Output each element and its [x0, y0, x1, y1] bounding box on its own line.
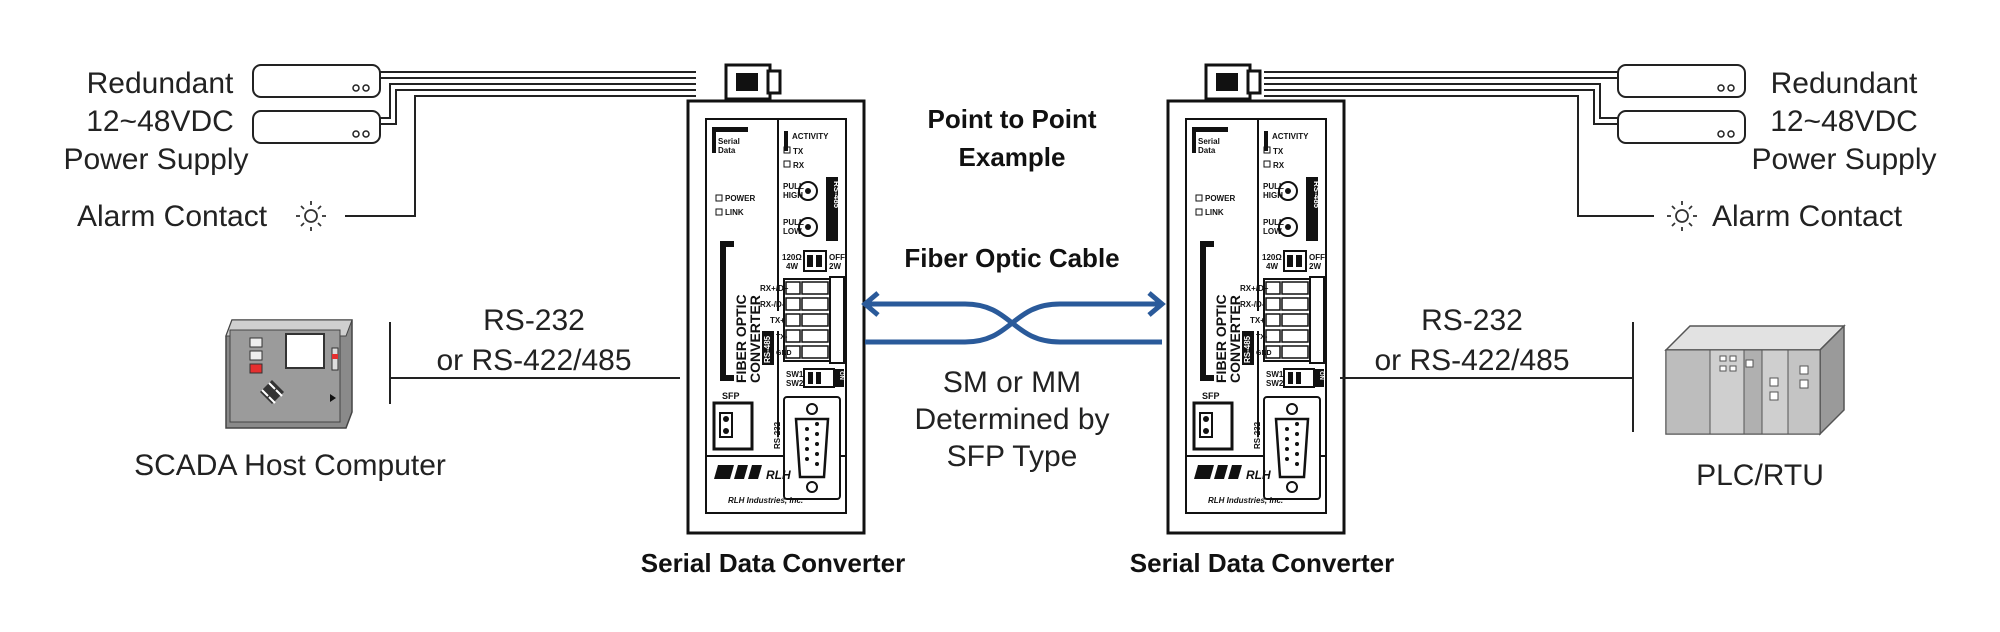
cable-note-line2: Determined by: [914, 403, 1109, 436]
svg-text:POWER: POWER: [1205, 194, 1235, 203]
svg-text:GND: GND: [1256, 350, 1272, 357]
scada-label: SCADA Host Computer: [134, 449, 446, 482]
svg-text:PULL: PULL: [783, 218, 804, 227]
svg-text:CONVERTER: CONVERTER: [747, 295, 763, 383]
svg-text:2W: 2W: [1309, 262, 1321, 271]
alarm-right-icon: [1667, 201, 1697, 231]
svg-text:SW1: SW1: [1266, 370, 1284, 379]
svg-text:PULL: PULL: [783, 182, 804, 191]
svg-text:RLH: RLH: [766, 468, 791, 482]
left-link-line2: or RS-422/485: [436, 344, 631, 377]
svg-text:TX: TX: [793, 147, 804, 156]
svg-text:FIBER OPTIC: FIBER OPTIC: [1213, 294, 1229, 383]
right-power-line3: Power Supply: [1751, 143, 1936, 176]
cable-note-line1: SM or MM: [943, 366, 1081, 399]
scada-host-icon: [225, 319, 353, 429]
power-supply-left-2: [252, 110, 381, 144]
svg-text:RLH: RLH: [1246, 468, 1271, 482]
svg-text:2W: 2W: [829, 262, 841, 271]
plc-rtu-icon: [1664, 324, 1846, 436]
left-converter-label: Serial Data Converter: [641, 548, 905, 578]
svg-text:ON: ON: [838, 371, 844, 380]
right-power-line1: Redundant: [1771, 67, 1918, 100]
svg-text:RX+/D+: RX+/D+: [760, 284, 789, 293]
left-power-line2: 12~48VDC: [86, 105, 234, 138]
left-alarm-label: Alarm Contact: [77, 200, 268, 233]
svg-text:TX+: TX+: [1250, 316, 1265, 325]
left-power-line1: Redundant: [87, 67, 234, 100]
svg-text:Data: Data: [718, 146, 736, 155]
svg-text:ON: ON: [1318, 371, 1324, 380]
svg-text:CONVERTER: CONVERTER: [1227, 295, 1243, 383]
title-line1: Point to Point: [928, 104, 1097, 134]
svg-text:RX: RX: [1273, 161, 1285, 170]
cable-label: Fiber Optic Cable: [904, 243, 1119, 273]
svg-text:HIGH: HIGH: [1263, 191, 1283, 200]
alarm-left-icon: [296, 201, 326, 231]
svg-text:PULL: PULL: [1263, 218, 1284, 227]
svg-text:RX-/D-: RX-/D-: [760, 300, 785, 309]
svg-text:HIGH: HIGH: [783, 191, 803, 200]
svg-text:Serial: Serial: [718, 137, 740, 146]
svg-text:SFP: SFP: [1202, 391, 1220, 401]
title-line2: Example: [959, 142, 1066, 172]
svg-text:RX-/D-: RX-/D-: [1240, 300, 1265, 309]
svg-text:RS-485: RS-485: [1312, 181, 1321, 209]
right-link-line1: RS-232: [1421, 304, 1523, 337]
right-link-line2: or RS-422/485: [1374, 344, 1569, 377]
svg-text:120Ω: 120Ω: [1262, 253, 1282, 262]
svg-text:TX+: TX+: [770, 316, 785, 325]
right-alarm-label: Alarm Contact: [1712, 200, 1903, 233]
cable-note-line3: SFP Type: [947, 440, 1078, 473]
right-converter: Serial Data ACTIVITY TX RX POWER LINK PU…: [1166, 63, 1346, 535]
svg-text:SW2: SW2: [1266, 379, 1284, 388]
right-converter-label: Serial Data Converter: [1130, 548, 1394, 578]
svg-text:4W: 4W: [786, 262, 798, 271]
svg-text:OFF: OFF: [829, 253, 845, 262]
left-link-line1: RS-232: [483, 304, 585, 337]
svg-text:120Ω: 120Ω: [782, 253, 802, 262]
svg-text:RS-485: RS-485: [763, 335, 772, 363]
svg-text:RLH Industries, Inc.: RLH Industries, Inc.: [1208, 496, 1283, 505]
power-supply-left-1: [252, 64, 381, 98]
svg-text:LINK: LINK: [725, 208, 744, 217]
power-supply-right-1: [1617, 64, 1746, 98]
svg-text:GND: GND: [776, 350, 792, 357]
svg-text:TX-: TX-: [1256, 334, 1268, 341]
svg-text:4W: 4W: [1266, 262, 1278, 271]
svg-text:TX: TX: [1273, 147, 1284, 156]
svg-text:LOW: LOW: [783, 227, 802, 236]
fiber-optic-cable: [861, 291, 1166, 345]
svg-text:RS-485: RS-485: [1243, 335, 1252, 363]
plc-label: PLC/RTU: [1696, 459, 1824, 492]
svg-text:RX+/D+: RX+/D+: [1240, 284, 1269, 293]
svg-text:RX: RX: [793, 161, 805, 170]
power-supply-right-2: [1617, 110, 1746, 144]
svg-text:POWER: POWER: [725, 194, 755, 203]
svg-text:RS-485: RS-485: [832, 181, 841, 209]
right-power-line2: 12~48VDC: [1770, 105, 1918, 138]
svg-text:RLH Industries, Inc.: RLH Industries, Inc.: [728, 496, 803, 505]
svg-text:SW1: SW1: [786, 370, 804, 379]
svg-text:FIBER OPTIC: FIBER OPTIC: [733, 294, 749, 383]
svg-text:RS-232: RS-232: [773, 421, 782, 449]
svg-text:Data: Data: [1198, 146, 1216, 155]
svg-text:RS-232: RS-232: [1253, 421, 1262, 449]
svg-text:PULL: PULL: [1263, 182, 1284, 191]
svg-text:LINK: LINK: [1205, 208, 1224, 217]
left-power-line3: Power Supply: [63, 143, 248, 176]
svg-text:LOW: LOW: [1263, 227, 1282, 236]
svg-text:OFF: OFF: [1309, 253, 1325, 262]
svg-text:ACTIVITY: ACTIVITY: [1272, 132, 1309, 141]
svg-text:TX-: TX-: [776, 334, 788, 341]
svg-text:Serial: Serial: [1198, 137, 1220, 146]
svg-text:ACTIVITY: ACTIVITY: [792, 132, 829, 141]
left-converter: Serial Data ACTIVITY TX RX POWER LINK PU…: [686, 63, 866, 535]
svg-text:SFP: SFP: [722, 391, 740, 401]
svg-text:SW2: SW2: [786, 379, 804, 388]
